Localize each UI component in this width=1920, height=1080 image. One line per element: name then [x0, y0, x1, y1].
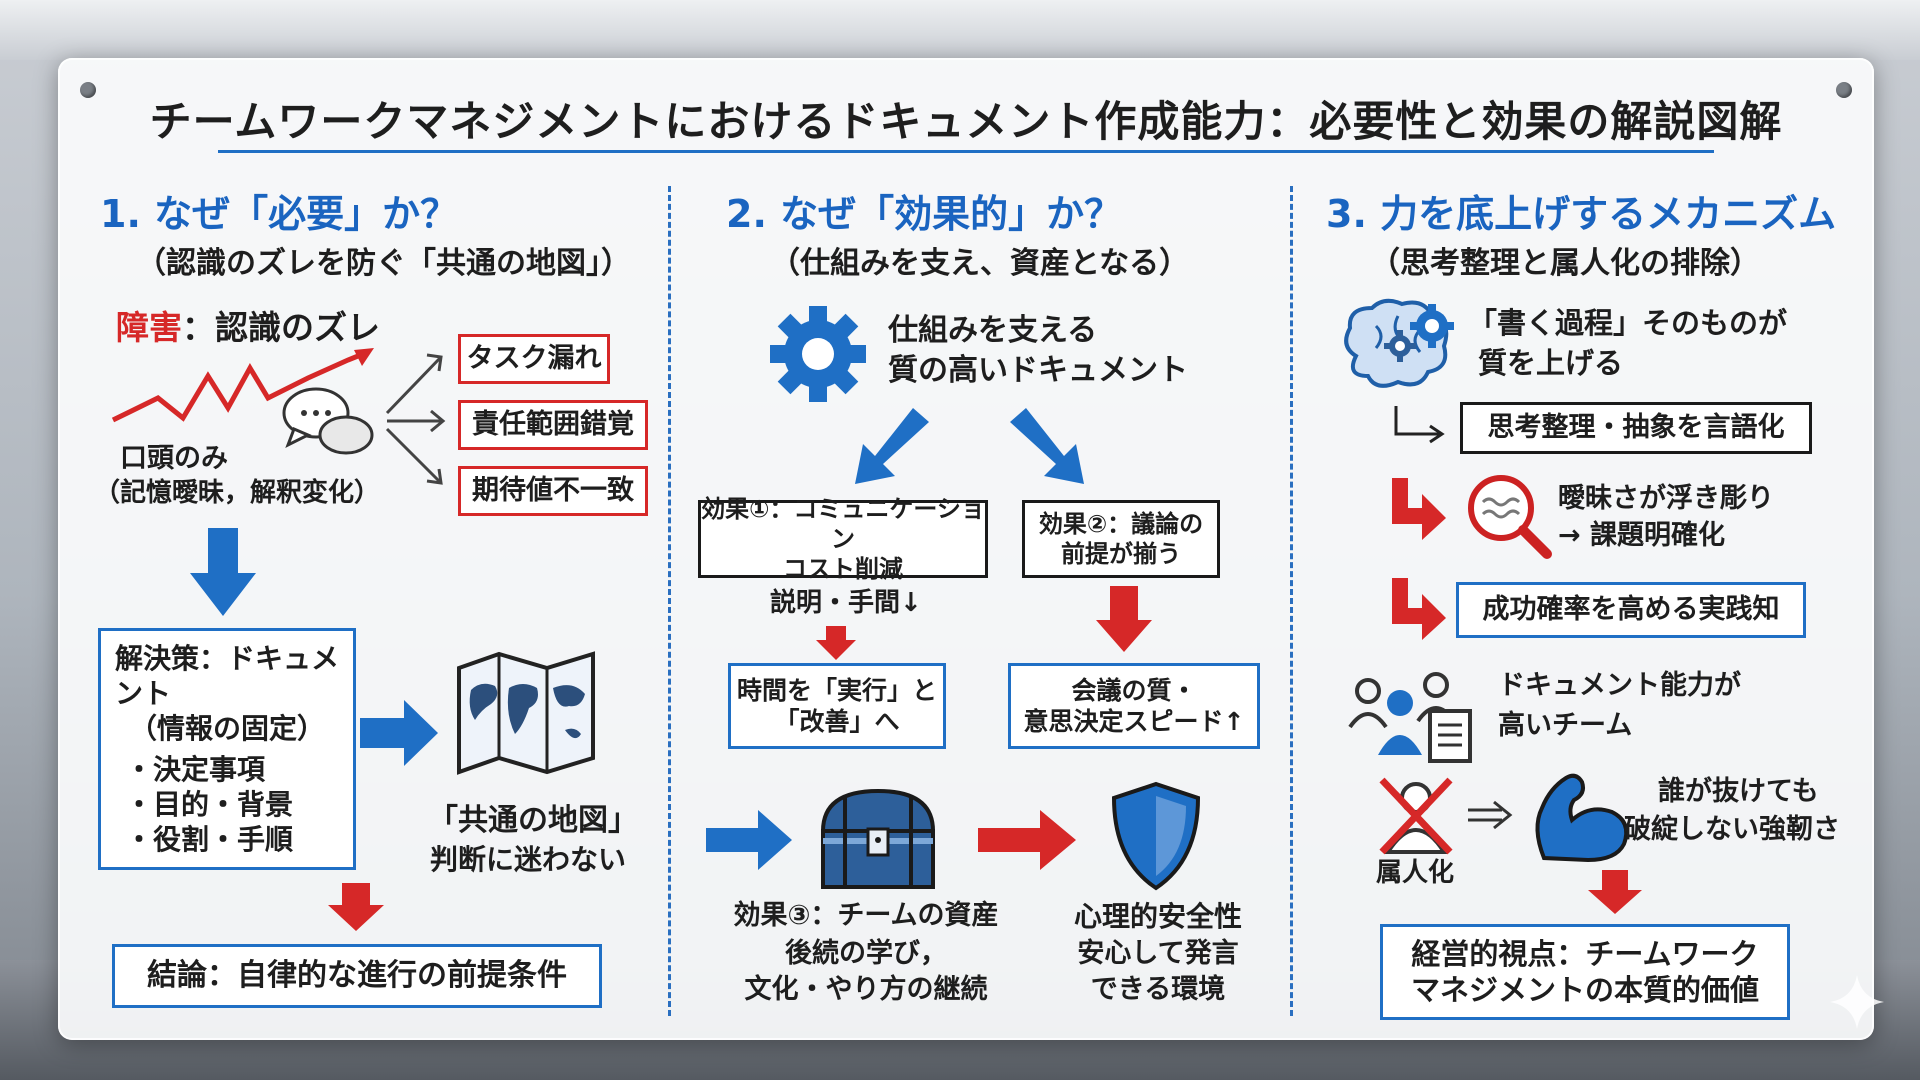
management-line1: 経営的視点：チームワーク [1411, 936, 1758, 972]
problem-arrows [383, 343, 453, 503]
down-arrow-red-small-icon [816, 626, 856, 660]
section-3-subheading: （思考整理と属人化の排除） [1370, 238, 1760, 282]
treasure-chest-icon [813, 783, 943, 893]
step-practical-knowledge-box: 成功確率を高める実践知 [1456, 582, 1806, 638]
speech-bubbles-icon [280, 383, 380, 463]
elbow-arrow-red-icon [1388, 578, 1448, 638]
right-arrow-red-icon [978, 810, 1078, 870]
down-arrow-red-icon [326, 883, 386, 933]
down-arrow-red-icon [1586, 870, 1644, 916]
effect2-line2: 前提が揃う [1061, 539, 1181, 569]
process-line1: 「書く過程」そのものが [1468, 306, 1787, 341]
crossed-person-icon [1376, 776, 1456, 856]
down-arrow-blue-icon [188, 528, 258, 618]
effect2-box: 効果②：議論の 前提が揃う [1022, 500, 1220, 578]
page-title: チームワークマネジメントにおけるドキュメント作成能力：必要性と効果の解説図解 [58, 88, 1874, 149]
effect1-result-line2: 「改善」へ [774, 706, 899, 737]
diag-arrow-right-icon [1008, 408, 1088, 488]
effect1-box: 効果①：コミュニケーション コスト削減 [698, 500, 988, 578]
process-line2: 質を上げる [1478, 346, 1623, 381]
effect1-note: 説明・手間↓ [770, 588, 922, 620]
effect2-result-line1: 会議の質・ [1071, 675, 1196, 706]
verbal-detail: （記憶曖昧，解釈変化） [94, 478, 380, 510]
solution-box: 解決策：ドキュメント （情報の固定） ・決定事項 ・目的・背景 ・役割・手順 [98, 628, 356, 870]
core-doc-line1: 仕組みを支える [888, 313, 1097, 350]
silo-label: 属人化 [1376, 858, 1454, 890]
section-3-heading: 3. 力を底上げするメカニズム [1326, 183, 1836, 238]
resilience-line1: 誰が抜けても [1658, 776, 1819, 809]
common-map-label: 「共通の地図」 [428, 803, 628, 840]
solution-subtitle: （情報の固定） [129, 711, 339, 746]
problem-responsibility: 責任範囲錯覚 [458, 400, 648, 450]
strong-arm-icon [1528, 768, 1638, 864]
solution-item: ・役割・手順 [125, 822, 339, 857]
right-arrow-blue-icon [360, 698, 440, 768]
resilience-line2: 破綻しない強靭さ [1624, 814, 1840, 847]
effect1-line2: コスト削減 [783, 554, 903, 584]
solution-item: ・決定事項 [125, 752, 339, 787]
team-line2: 高いチーム [1498, 710, 1632, 743]
section-2-subheading: （仕組みを支え、資産となる） [770, 238, 1189, 282]
effect2-result-line2: 意思決定スピード↑ [1024, 706, 1245, 737]
shield-icon [1108, 780, 1204, 892]
solution-title: 解決策：ドキュメント [115, 641, 339, 711]
right-arrow-blue-icon [706, 810, 794, 870]
verbal-only-label: 口頭のみ [120, 443, 228, 476]
elbow-arrow-icon [1390, 406, 1450, 446]
effect3-line1: 効果③：チームの資産 [716, 900, 1016, 933]
effect1-result-line1: 時間を「実行」と [737, 675, 937, 706]
world-map-icon [453, 648, 603, 778]
section-1-heading: 1. なぜ「必要」か？ [100, 183, 458, 238]
diag-arrow-left-icon [853, 408, 933, 488]
divider-1 [668, 186, 671, 1016]
effect2-line1: 効果②：議論の [1039, 509, 1203, 539]
map-caption: 判断に迷わない [428, 843, 628, 877]
team-line1: ドキュメント能力が [1498, 670, 1741, 703]
safety-line1: 心理的安全性 [1048, 900, 1268, 934]
section-2-heading: 2. なぜ「効果的」か？ [726, 183, 1122, 238]
solution-item: ・目的・背景 [125, 787, 339, 822]
effect2-result-box: 会議の質・ 意思決定スピード↑ [1008, 663, 1260, 749]
conclusion-box: 結論：自律的な進行の前提条件 [112, 944, 602, 1008]
problem-expectation: 期待値不一致 [458, 466, 648, 516]
step-ambiguity-line1: 曖昧さが浮き彫り [1558, 483, 1774, 516]
elbow-arrow-red-icon [1388, 478, 1448, 538]
step-thinking-box: 思考整理・抽象を言語化 [1460, 402, 1812, 454]
background-ceiling [0, 0, 1920, 60]
effect3-line3: 文化・やり方の継続 [716, 974, 1016, 1007]
effect3-line2: 後続の学び， [716, 938, 1016, 971]
effect1-line1: 効果①：コミュニケーション [701, 494, 985, 554]
management-line2: マネジメントの本質的価値 [1411, 972, 1759, 1008]
down-arrow-red-icon [1096, 586, 1152, 652]
divider-2 [1290, 186, 1293, 1016]
management-value-box: 経営的視点：チームワーク マネジメントの本質的価値 [1380, 924, 1790, 1020]
core-doc-line2: 質の高いドキュメント [888, 353, 1188, 390]
team-document-icon [1346, 663, 1486, 763]
brain-gears-icon [1336, 296, 1466, 396]
magnifier-icon [1463, 470, 1553, 560]
safety-line3: できる環境 [1048, 974, 1268, 1007]
step-ambiguity-line2: → 課題明確化 [1558, 520, 1725, 553]
section-1-subheading: （認識のズレを防ぐ「共通の地図」） [136, 238, 631, 282]
gear-icon [768, 304, 868, 404]
sparkle-icon [1830, 975, 1884, 1029]
safety-line2: 安心して発言 [1048, 938, 1268, 971]
effect1-result-box: 時間を「実行」と 「改善」へ [728, 663, 946, 749]
title-underline [218, 150, 1714, 153]
whiteboard: チームワークマネジメントにおけるドキュメント作成能力：必要性と効果の解説図解 1… [58, 58, 1874, 1040]
problem-task-omission: タスク漏れ [458, 334, 610, 384]
implies-arrow-icon [1466, 800, 1514, 830]
